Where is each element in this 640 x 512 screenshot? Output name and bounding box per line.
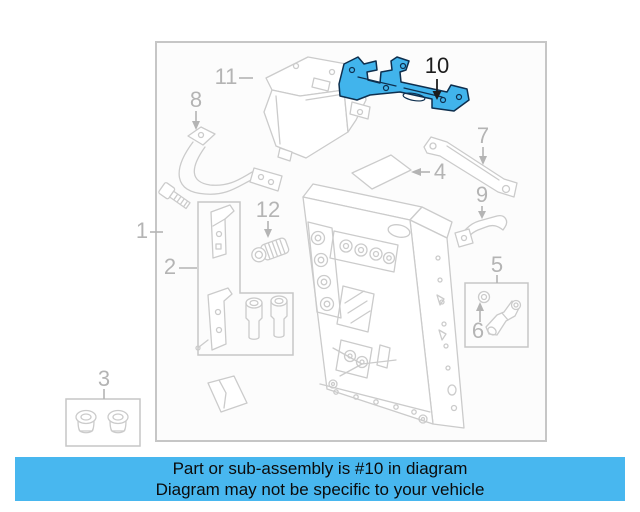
leader-arrow-9: [478, 206, 486, 219]
sensor: [485, 299, 522, 336]
part-4-sheet: [351, 154, 412, 190]
bolt: [158, 182, 191, 210]
leader-arrow-10: [432, 79, 442, 100]
part-3-box: [65, 398, 141, 447]
part-3-group: [65, 398, 141, 447]
folded-sheet: [207, 375, 248, 413]
part-2-group: [195, 201, 294, 356]
part-label-12[interactable]: 12: [255, 197, 281, 222]
standoff: [245, 297, 263, 340]
leader-arrow-8: [192, 111, 200, 130]
part-7-brace: [423, 136, 518, 198]
part-label-9[interactable]: 9: [475, 182, 489, 207]
part-label-4[interactable]: 4: [433, 159, 447, 184]
leader-lines: [103, 77, 498, 399]
standoff: [270, 295, 288, 338]
part-label-6[interactable]: 6: [471, 318, 485, 343]
part-label-7[interactable]: 7: [476, 123, 490, 148]
part-label-5[interactable]: 5: [490, 252, 504, 277]
grommet: [75, 409, 97, 434]
leader-arrow-4: [411, 168, 430, 176]
part-label-11[interactable]: 11: [214, 64, 238, 89]
main-assembly: [302, 183, 465, 429]
banner-line-2: Diagram may not be specific to your vehi…: [155, 480, 485, 499]
part-12-plug: [251, 237, 290, 263]
banner-line-1: Part or sub-assembly is #10 in diagram: [172, 459, 468, 478]
part-label-8[interactable]: 8: [189, 87, 203, 112]
part-label-10[interactable]: 10: [424, 53, 450, 78]
part-8-strap: [178, 126, 283, 195]
info-banner: Part or sub-assembly is #10 in diagram D…: [15, 457, 625, 501]
leader-arrow-6: [476, 302, 484, 322]
part-6-oring: [477, 290, 491, 304]
part-2-box: [197, 201, 294, 356]
grommet: [107, 409, 129, 434]
leader-arrow-7: [479, 147, 487, 165]
leader-arrow-12: [264, 221, 272, 238]
part-label-1[interactable]: 1: [135, 218, 149, 243]
part-label-3[interactable]: 3: [97, 366, 111, 391]
part-9-bracket: [454, 215, 508, 248]
part-label-2[interactable]: 2: [163, 254, 177, 279]
